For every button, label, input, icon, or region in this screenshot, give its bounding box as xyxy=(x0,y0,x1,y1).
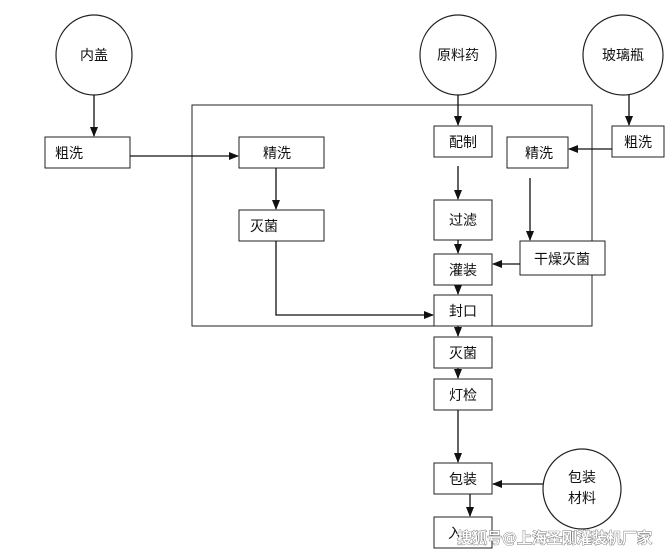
node-package: 包装 xyxy=(433,462,493,495)
node-filter-label: 过滤 xyxy=(449,213,477,229)
node-seal: 封口 xyxy=(433,294,493,327)
node-fill-label: 灌装 xyxy=(449,263,477,279)
node-raw-material: 原料药 xyxy=(419,14,497,96)
node-light-inspect: 灯检 xyxy=(433,378,493,411)
node-glass-bottle-label: 玻璃瓶 xyxy=(602,47,644,64)
node-fine-wash-cap-label: 精洗 xyxy=(263,146,291,162)
node-prepare-label: 配制 xyxy=(449,135,477,151)
node-dry-sterilize-label: 干燥灭菌 xyxy=(534,252,590,268)
node-rough-wash-cap-label: 粗洗 xyxy=(55,146,83,162)
node-sterilize-main-label: 灭菌 xyxy=(449,346,477,362)
watermark-text: 搜狐号@上海圣刚灌装机厂家 xyxy=(457,529,652,547)
node-final-box: 入 xyxy=(433,516,493,549)
arrow-sterilize-cap-to-seal xyxy=(275,241,434,319)
node-raw-material-label: 原料药 xyxy=(437,48,479,64)
node-final-box-label: 入 xyxy=(448,526,462,542)
node-package-material: 包装 材料 xyxy=(542,448,622,530)
node-light-inspect-label: 灯检 xyxy=(449,388,477,404)
node-sterilize-main: 灭菌 xyxy=(433,336,493,369)
node-fine-wash-cap: 精洗 xyxy=(238,136,325,169)
node-rough-wash-bottle-label: 粗洗 xyxy=(624,135,652,151)
node-rough-wash-cap: 粗洗 xyxy=(44,136,131,169)
node-fine-wash-bottle: 精洗 xyxy=(506,136,569,169)
node-package-label: 包装 xyxy=(449,472,477,488)
node-seal-label: 封口 xyxy=(449,304,477,320)
node-sterilize-cap-label: 灭菌 xyxy=(250,219,278,235)
node-prepare: 配制 xyxy=(433,125,493,158)
node-glass-bottle: 玻璃瓶 xyxy=(582,14,664,96)
node-package-material-label-line2: 材料 xyxy=(568,491,596,507)
node-sterilize-cap: 灭菌 xyxy=(238,209,325,242)
node-rough-wash-bottle: 粗洗 xyxy=(611,125,665,158)
node-fill: 灌装 xyxy=(433,253,493,286)
node-inner-cap: 内盖 xyxy=(55,14,133,96)
node-inner-cap-label: 内盖 xyxy=(80,48,108,64)
node-dry-sterilize: 干燥灭菌 xyxy=(519,240,606,276)
node-fine-wash-bottle-label: 精洗 xyxy=(525,146,553,162)
node-filter: 过滤 xyxy=(433,199,493,241)
clean-area-enclosure xyxy=(191,104,593,327)
node-package-material-label-line1: 包装 xyxy=(568,470,596,486)
